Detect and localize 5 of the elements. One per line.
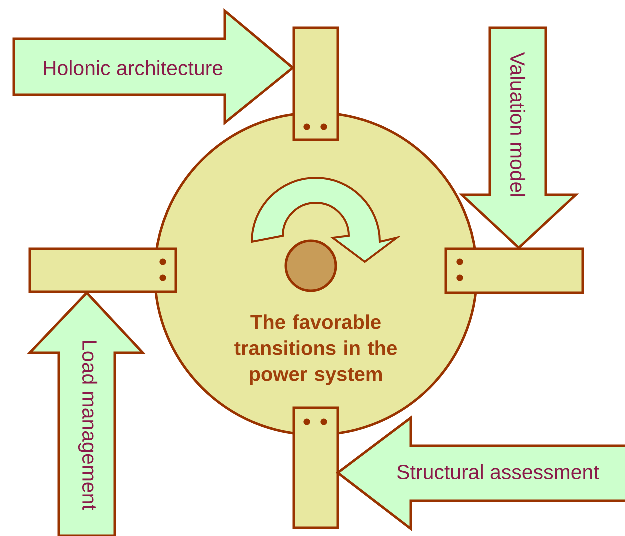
connector-tab — [28, 248, 178, 294]
connector-tab — [292, 406, 340, 530]
connector-tab — [444, 248, 584, 294]
node-label: The favorable transitions in the power system — [234, 314, 397, 386]
connector-tab — [292, 26, 340, 142]
